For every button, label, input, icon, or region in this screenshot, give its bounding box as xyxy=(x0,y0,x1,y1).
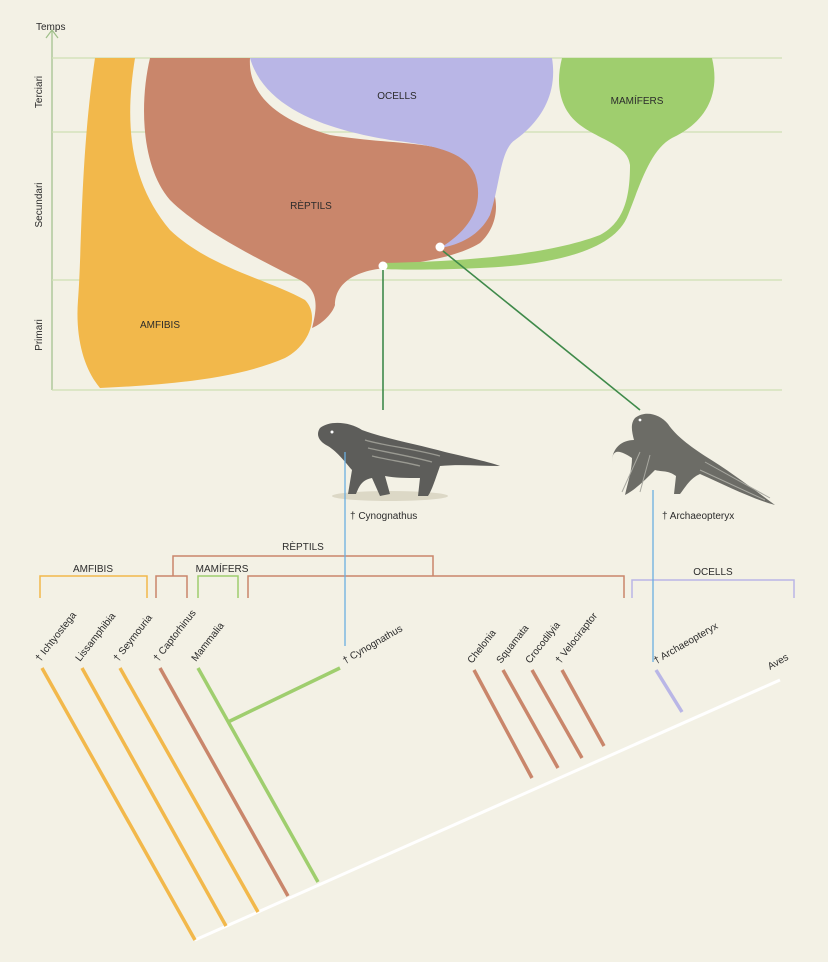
fossil-label-cynognathus: † Cynognathus xyxy=(350,511,417,522)
taxon-label: † Cynognathus xyxy=(341,623,405,666)
reptiles-shape xyxy=(144,58,497,328)
taxon-label: Aves xyxy=(766,652,791,673)
taxon-label: Mammalia xyxy=(190,620,227,663)
group-label-birds: OCELLS xyxy=(377,91,417,102)
clade-brackets: RÈPTILS AMFIBIS MAMÍFERS OCELLS xyxy=(39,540,795,598)
branch-archaeopteryx xyxy=(654,669,684,713)
group-label-mammals: MAMÍFERS xyxy=(611,94,664,107)
taxon-label: † Velociraptor xyxy=(554,610,601,665)
amphibians-shape xyxy=(77,58,313,388)
bracket-mammals xyxy=(197,575,239,598)
clade-label-amphibians: AMFIBIS xyxy=(73,564,113,575)
archaeopteryx-link-line xyxy=(442,250,641,411)
bracket-reptiles-top xyxy=(172,555,434,576)
clade-label-reptiles: RÈPTILS xyxy=(282,540,324,553)
bracket-reptiles-main xyxy=(247,575,625,598)
branch-crocodilyia xyxy=(530,669,584,759)
cladogram-spine xyxy=(194,678,781,942)
archaeopteryx-origin-marker xyxy=(435,242,445,252)
birds-shape xyxy=(250,58,554,248)
group-label-reptiles: RÈPTILS xyxy=(290,199,332,212)
group-label-amphibians: AMFIBIS xyxy=(140,320,180,331)
archaeopteryx-illustration xyxy=(612,413,775,505)
era-label-primary: Primari xyxy=(34,319,45,351)
time-chart: Temps Terciari Secundari Primari AMFIBIS… xyxy=(34,22,782,411)
branch-lissamphibia xyxy=(80,667,228,927)
time-axis-title: Temps xyxy=(36,22,65,33)
bracket-amphibians xyxy=(39,575,148,598)
taxon-label: † Ichtyostega xyxy=(34,610,80,664)
branch-seymouria xyxy=(118,667,260,913)
taxon-label: Chelonia xyxy=(466,628,499,666)
mammals-shape xyxy=(382,58,715,270)
cynognathus-origin-marker xyxy=(378,261,388,271)
era-label-secondary: Secundari xyxy=(34,182,45,227)
taxon-label: † Seymouria xyxy=(112,612,155,663)
branch-velociraptor xyxy=(560,669,606,747)
clade-label-mammals: MAMÍFERS xyxy=(196,562,249,575)
branch-squamata xyxy=(501,669,560,769)
branch-mammalia xyxy=(196,667,320,883)
branch-captorhinus xyxy=(158,667,290,897)
branch-chelonia xyxy=(472,669,534,779)
cynognathus-illustration xyxy=(318,422,500,501)
branch-cynognathus xyxy=(227,666,341,724)
branch-ichtyostega xyxy=(40,667,197,941)
clade-label-birds: OCELLS xyxy=(693,567,733,578)
taxon-label: † Archaeopteryx xyxy=(652,621,720,667)
bracket-birds xyxy=(631,579,795,598)
bracket-reptiles-captorhinus xyxy=(155,575,188,598)
time-axis-arrow-icon xyxy=(45,29,59,39)
cladogram xyxy=(40,666,781,942)
era-label-tertiary: Terciari xyxy=(34,76,45,108)
fossil-label-archaeopteryx: † Archaeopteryx xyxy=(662,511,734,522)
taxon-labels: † Ichtyostega Lissamphibia † Seymouria †… xyxy=(34,608,791,673)
